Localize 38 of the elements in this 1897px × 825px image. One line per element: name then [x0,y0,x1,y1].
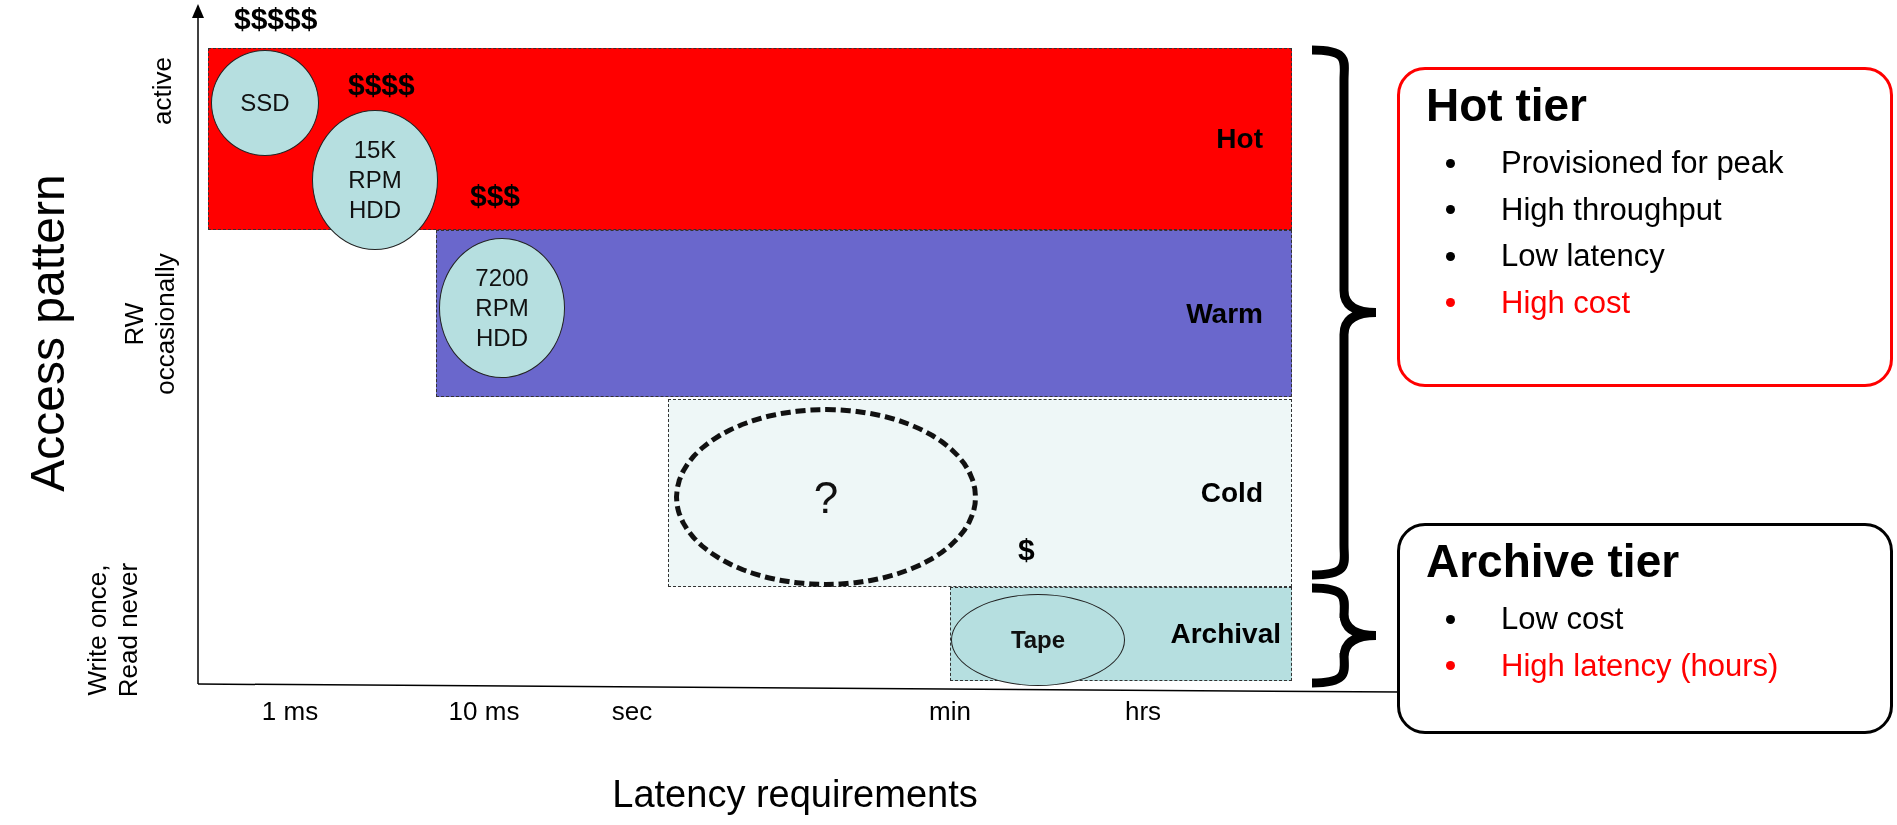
tier-band [208,48,1292,230]
axis-tick-label: hrs [1124,696,1162,728]
tier-label: Hot [1216,123,1263,155]
axis-tick-label: 10 ms [448,696,520,728]
storage-label: SSD [239,88,291,118]
axis-tick-label: sec [611,696,653,728]
cost-label: $$$$$ [234,2,318,36]
axis-tick-label: RW occasionally [118,252,181,397]
axis-tick-label: 1 ms [261,696,319,728]
storage-label: 7200 RPM HDD [474,263,530,353]
tier-label: Warm [1186,297,1263,330]
cost-label: $$$ [470,179,521,213]
axis-tick-label: Write once, Read never [81,561,144,700]
card-heading: Hot tier [1426,78,1588,132]
storage-label: 15K RPM HDD [347,135,403,225]
bullet-item: High throughput [1501,190,1722,229]
bullet-item: High latency (hours) [1501,646,1779,685]
cost-label: $$$$ [348,68,415,102]
bullet-item: High cost [1501,283,1631,322]
axis-title: Access pattern [20,174,76,492]
tier-band [436,230,1292,397]
bullet-item: Low cost [1501,600,1624,638]
axis-tick-label: active [147,57,179,125]
storage-label: Tape [1009,625,1067,655]
bullet-item: Provisioned for peak [1501,144,1784,182]
card-heading: Archive tier [1426,534,1681,588]
info-card [1397,67,1893,387]
axis-title: Latency requirements [612,772,978,818]
unknown-ellipse [674,407,978,587]
bullet-item: Low latency [1501,237,1665,275]
tier-label: Archival [1170,618,1281,650]
info-card [1397,523,1893,734]
tier-band [668,399,1292,587]
tier-label: Cold [1200,477,1263,509]
cost-label: $ [1018,533,1035,567]
question-mark: ? [813,471,839,524]
storage-ellipse [211,50,319,156]
axis-tick-label: min [929,696,971,728]
